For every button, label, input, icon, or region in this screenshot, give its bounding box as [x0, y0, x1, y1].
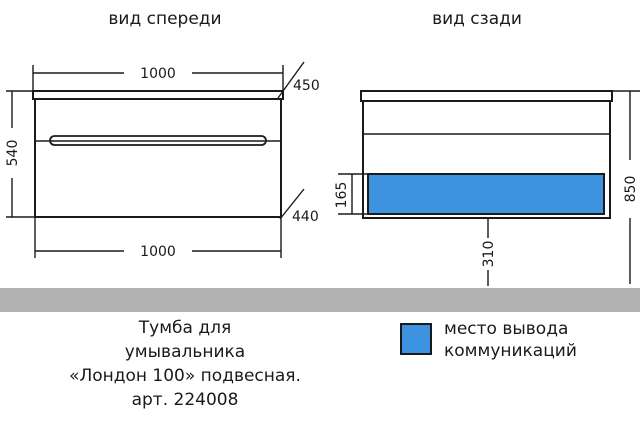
back-cabinet-body [362, 100, 611, 219]
back-dim-opening-height [338, 173, 368, 215]
caption-line-4: арт. 224008 [131, 390, 239, 410]
back-cabinet [360, 90, 613, 219]
legend-text: место вывода коммуникаций [444, 318, 577, 362]
front-cabinet [32, 90, 284, 218]
back-dim-opening-height-label: 165 [334, 182, 350, 209]
technical-drawing: вид спереди 1000 1000 540 450 [5, 9, 640, 286]
front-dim-depth-top-label: 450 [293, 78, 320, 94]
front-view-title: вид спереди [108, 9, 221, 29]
front-dim-height [6, 90, 35, 218]
legend-line-2: коммуникаций [444, 341, 577, 361]
front-dim-width-top-label: 1000 [140, 66, 176, 82]
front-dim-depth-bottom [279, 188, 305, 220]
back-dim-total-height-label: 850 [623, 176, 639, 203]
caption-line-1: Тумба для [138, 318, 232, 338]
front-dim-depth-top [277, 61, 305, 99]
front-dim-width-bottom [34, 217, 282, 258]
back-countertop [360, 90, 613, 102]
front-cabinet-body [34, 98, 282, 218]
back-view-title: вид сзади [432, 9, 522, 29]
caption-line-2: умывальника [124, 342, 246, 362]
front-dim-width-bottom-label: 1000 [140, 244, 176, 260]
communications-opening [367, 173, 605, 215]
back-dim-floor-gap-label: 310 [481, 241, 497, 268]
front-drawer-handle [49, 135, 267, 146]
front-dim-width-top [32, 65, 284, 91]
front-countertop [32, 90, 284, 100]
back-dim-total-height [612, 90, 640, 284]
front-dim-depth-bottom-label: 440 [292, 209, 319, 225]
legend: место вывода коммуникаций [398, 318, 638, 362]
caption-line-3: «Лондон 100» подвесная. [69, 366, 301, 386]
floor-band [0, 288, 640, 312]
front-dim-height-label: 540 [5, 140, 21, 167]
legend-swatch [400, 323, 432, 355]
legend-line-1: место вывода [444, 319, 569, 339]
product-caption: Тумба для умывальника «Лондон 100» подве… [20, 316, 350, 412]
